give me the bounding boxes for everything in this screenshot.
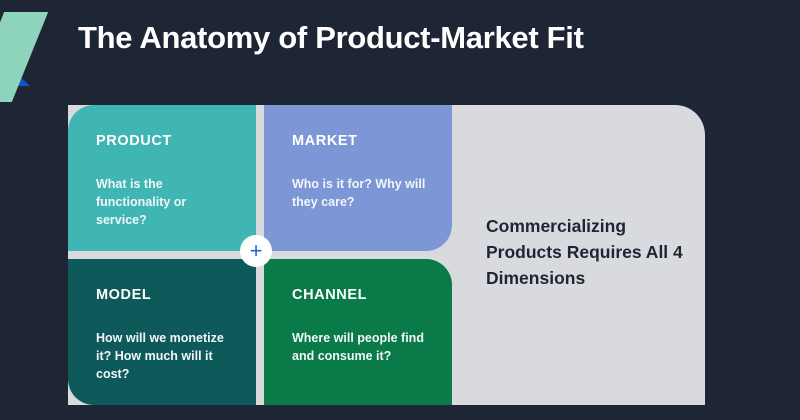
quadrant-description: Where will people find and consume it? [292,331,424,363]
quadrant-title: CHANNEL [292,287,368,303]
quadrant-card-product[interactable]: PRODUCT What is the functionality or ser… [68,105,256,251]
quadrant-title: MODEL [96,287,152,303]
parallelogram-logo-icon [0,12,49,102]
plus-glyph: + [249,238,263,263]
quadrant-description: How will we monetize it? How much will i… [96,331,224,381]
quadrant-description: What is the functionality or service? [96,177,187,227]
quadrant-title: PRODUCT [96,133,172,149]
quadrant-card-market[interactable]: MARKET Who is it for? Why will they care… [264,105,452,251]
brand-logo [0,12,56,102]
page-title: The Anatomy of Product-Market Fit [78,20,584,55]
quadrant-card-model[interactable]: MODEL How will we monetize it? How much … [68,259,256,405]
quadrant-matrix: PRODUCT What is the functionality or ser… [68,105,705,405]
quadrant-title: MARKET [292,133,358,149]
plus-icon: + [240,235,272,267]
quadrant-card-channel[interactable]: CHANNEL Where will people find and consu… [264,259,452,405]
conclusion-statement: Commercializing Products Requires All 4 … [486,216,683,288]
quadrant-description: Who is it for? Why will they care? [292,177,426,209]
